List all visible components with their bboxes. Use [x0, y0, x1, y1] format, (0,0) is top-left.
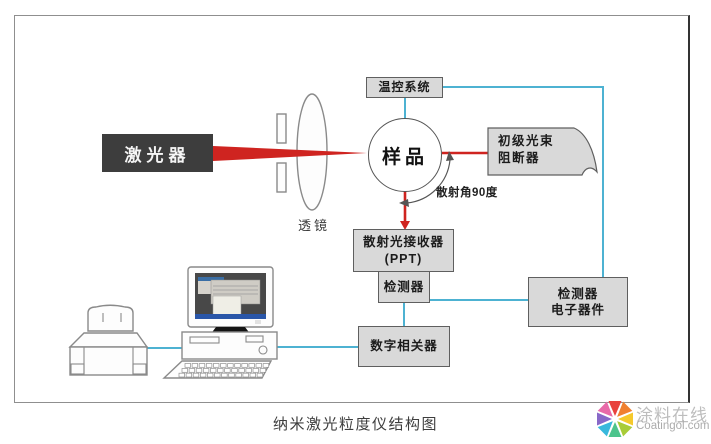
detector-electronics-line1: 检测器: [557, 286, 599, 301]
laser-beam: [213, 146, 367, 161]
diagram-caption: 纳米激光粒度仪结构图: [272, 416, 438, 433]
printer-icon: [68, 304, 149, 376]
beam-stopper-line2: 阻断器: [498, 150, 541, 165]
watermark: 涂料在线 Coatingol.com: [596, 398, 711, 442]
laser-box: 激光器: [102, 134, 213, 172]
scatter-arc-arrow-left: [399, 199, 409, 207]
aperture-slit-bottom: [276, 162, 287, 193]
scattered-light-receiver-box: 散射光接收器 (PPT): [353, 229, 454, 272]
beam-stopper-shape: [487, 127, 598, 176]
digital-correlator-box: 数字相关器: [358, 326, 450, 367]
receiver-line2: (PPT): [384, 251, 423, 266]
aperture-slit-top: [276, 113, 287, 144]
pinwheel-flower-icon: [597, 401, 633, 437]
keyboard-icon: [162, 360, 273, 379]
scatter-angle-arc: [406, 159, 451, 204]
temp-control-box: 温控系统: [366, 77, 443, 98]
scatter-arc-arrow-top: [446, 151, 454, 161]
detector-electronics-box: 检测器 电子器件: [528, 277, 628, 327]
line-tempcontrol-to-electronics: [443, 86, 604, 277]
scatter-angle-label: 散射角90度: [436, 187, 498, 199]
scatter-arrowhead: [400, 221, 410, 230]
detector-box: 检测器: [378, 271, 430, 303]
receiver-line1: 散射光接收器: [362, 235, 444, 250]
watermark-brand-cn: 涂料在线: [636, 406, 708, 425]
detector-electronics-line2: 电子器件: [550, 303, 605, 317]
lens-label: 透镜: [297, 218, 330, 233]
beam-stopper-label: 初级光束 阻断器: [498, 133, 584, 167]
computer-icon: [162, 266, 278, 379]
beam-stopper-line1: 初级光束: [498, 134, 555, 148]
sample-node: 样品: [368, 118, 442, 192]
watermark-brand-en: Coatingol.com: [636, 420, 710, 432]
